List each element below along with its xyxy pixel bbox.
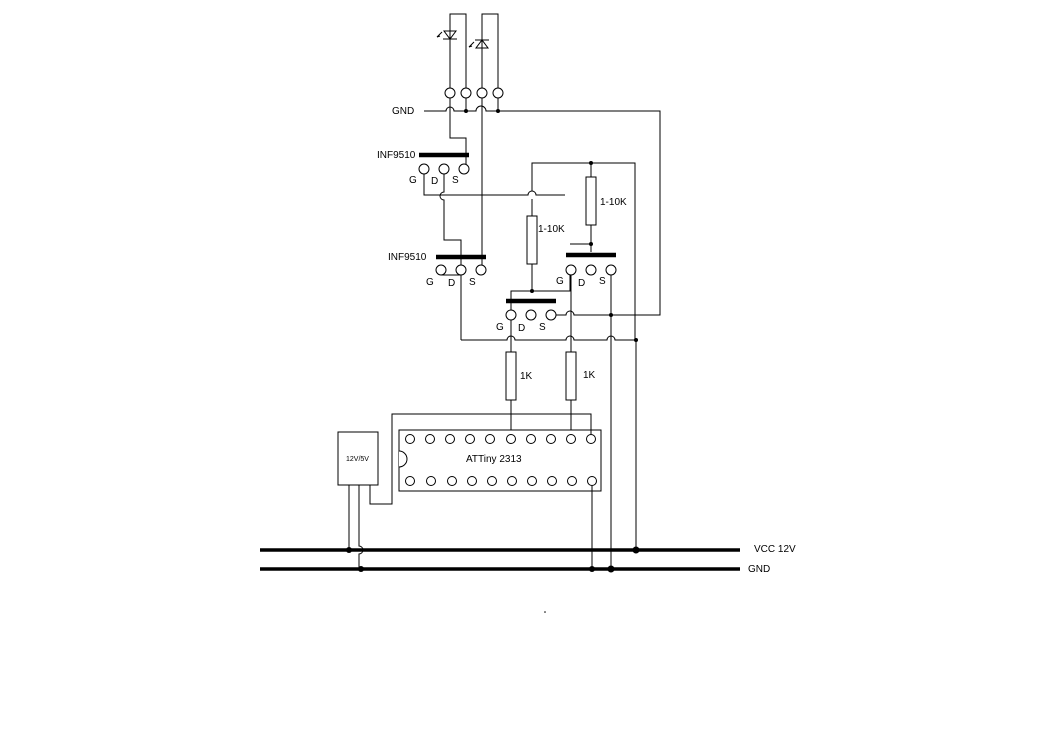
m3-pin-s: S — [599, 276, 606, 287]
m2-pin-g: G — [426, 277, 434, 288]
m2-pin-d: D — [448, 278, 455, 289]
mosfet-1 — [418, 98, 470, 196]
m3-pin-d: D — [578, 278, 585, 289]
resistor-10k-middle — [510, 199, 571, 310]
m1-pin-d: D — [431, 176, 438, 187]
chip-top-pins — [405, 434, 596, 444]
gnd-top-wire — [424, 98, 661, 316]
resistor-10k-right — [570, 176, 597, 252]
mosfet2-label: INF9510 — [388, 252, 427, 263]
m1-pin-g: G — [409, 175, 417, 186]
res-1k-left-label: 1K — [520, 371, 533, 382]
regulator-label: 12V/5V — [346, 456, 369, 463]
res-10k-right-label: 1-10K — [600, 197, 627, 208]
m2-pin-s: S — [469, 277, 476, 288]
chip-bottom-pins — [405, 476, 597, 486]
mosfet-2 — [435, 98, 487, 340]
led-2 — [468, 13, 499, 88]
voltage-regulator — [337, 431, 379, 572]
mosfet-4 — [505, 298, 611, 321]
res-1k-right-label: 1K — [583, 370, 596, 381]
attiny-chip — [398, 429, 602, 492]
vcc-label: VCC 12V — [754, 544, 796, 555]
resistor-1k-left — [505, 320, 517, 434]
m4-pin-s: S — [539, 322, 546, 333]
mosfet-3 — [565, 252, 617, 317]
gnd-top-label: GND — [392, 106, 414, 117]
led-connector — [436, 13, 504, 99]
m1-pin-s: S — [452, 175, 459, 186]
res-10k-middle-label: 1-10K — [538, 224, 565, 235]
upper-right-network — [531, 161, 636, 315]
resistor-1k-right — [565, 275, 577, 434]
m3-pin-g: G — [556, 276, 564, 287]
m4-pin-d: D — [518, 323, 525, 334]
mcu-label: ATTiny 2313 — [466, 454, 522, 465]
m4-pin-g: G — [496, 322, 504, 333]
gnd-bus-label: GND — [748, 564, 770, 575]
led-1 — [436, 13, 467, 88]
mosfet1-label: INF9510 — [377, 150, 416, 161]
